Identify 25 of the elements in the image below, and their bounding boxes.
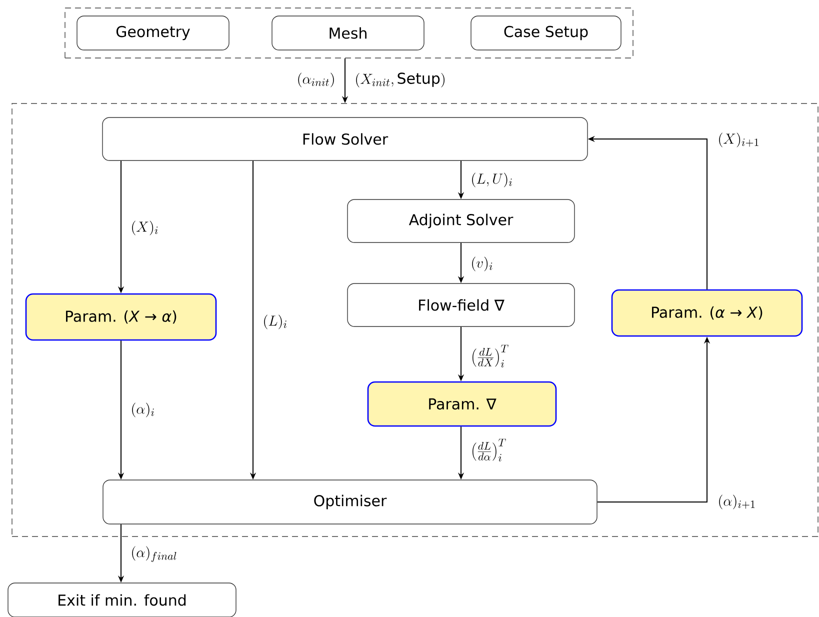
process-box: Param. (α → X): [611, 289, 803, 337]
edge-label: $(\alpha)_{i}$: [129, 401, 156, 419]
process-box: Mesh: [272, 16, 424, 50]
edge-label: $\left(\frac{dL}{dX}\right)^{T}_{i}$: [469, 343, 511, 369]
dashed-group-frame: [64, 8, 634, 58]
process-box: Exit if min. found: [8, 582, 236, 617]
process-box: Geometry: [76, 16, 230, 50]
process-box: Optimiser: [102, 480, 598, 524]
edge-label: $(X)_{i+1}$: [716, 131, 762, 149]
edge-label: $(\alpha_{init})$: [295, 71, 337, 89]
dashed-group-frame: [12, 103, 818, 537]
flow-label: $(X_{init}, \mathrm{Setup})$: [353, 71, 448, 89]
edge-label: $(L, U)_{i}$: [469, 171, 514, 189]
edge-label: $(\alpha)_{i+1}$: [716, 493, 758, 511]
process-box: Adjoint Solver: [347, 199, 575, 243]
edge-label: $\left(\frac{dL}{d\alpha}\right)^{T}_{i}$: [469, 437, 508, 463]
process-box: Flow Solver: [102, 117, 588, 161]
process-box: Param. (X → α): [25, 293, 217, 341]
edge-label: $(X)_{i}$: [129, 219, 160, 237]
edge-label: $(\alpha)_{final}$: [129, 544, 179, 564]
process-box: Case Setup: [470, 16, 622, 50]
edge-label: $(L)_{i}$: [261, 313, 290, 331]
process-box: Flow-field ∇: [347, 283, 575, 327]
edge-label: $(v)_{i}$: [469, 255, 495, 273]
process-box: Param. ∇: [367, 381, 557, 427]
